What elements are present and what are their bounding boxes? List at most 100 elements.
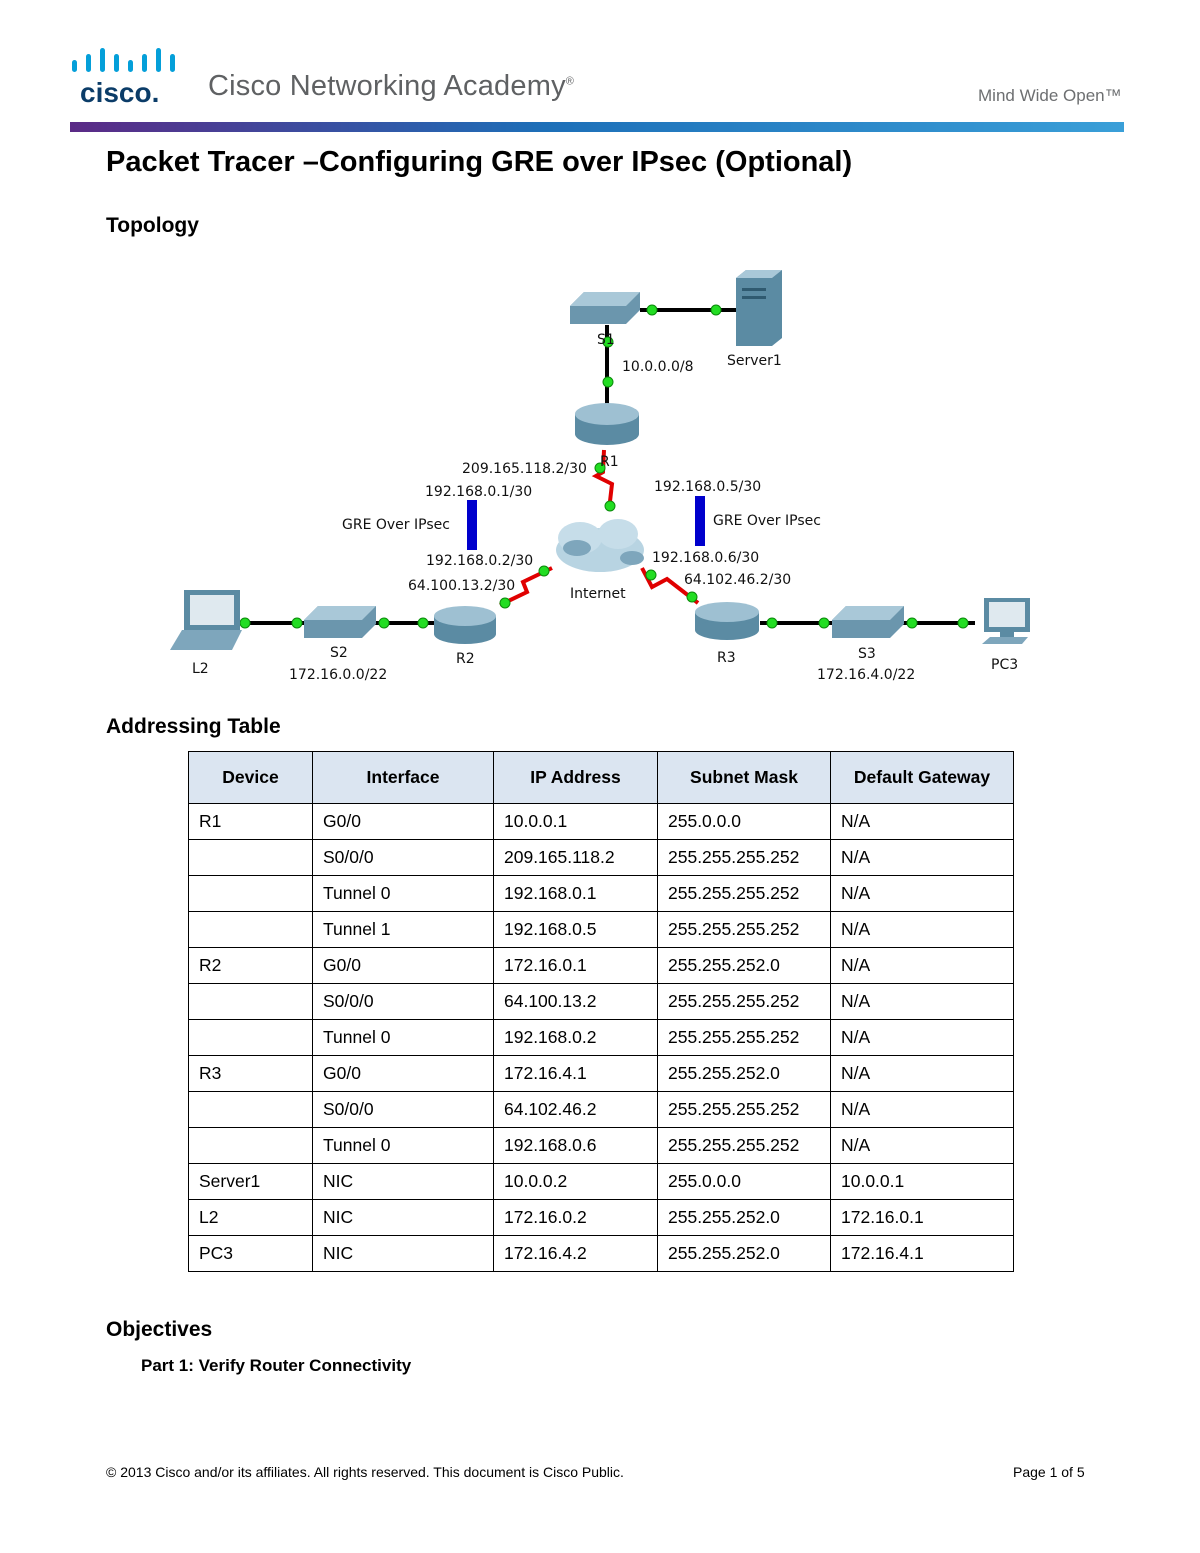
table-cell: 255.255.255.252 (657, 983, 831, 1020)
table-cell: 192.168.0.6 (493, 1127, 658, 1164)
label-server1: Server1 (727, 353, 782, 369)
table-cell: 255.255.252.0 (657, 1055, 831, 1092)
gre-tunnel-left-marker (467, 500, 477, 550)
table-cell: N/A (830, 1019, 1014, 1056)
label-s1: S1 (597, 332, 615, 348)
table-cell: S0/0/0 (312, 1091, 494, 1128)
table-cell: 172.16.4.1 (493, 1055, 658, 1092)
brand-name: Cisco Networking Academy® (208, 70, 575, 102)
label-s2-network: 172.16.0.0/22 (289, 667, 387, 683)
table-cell: 255.255.255.252 (657, 1127, 831, 1164)
table-cell: NIC (312, 1199, 494, 1236)
table-cell: 255.255.255.252 (657, 1091, 831, 1128)
addressing-table-heading: Addressing Table (106, 715, 281, 738)
column-header: IP Address (493, 751, 658, 804)
label-r1-tunnel1: 192.168.0.5/30 (654, 479, 761, 495)
router-r3-icon (695, 602, 759, 640)
switch-s2-icon (304, 606, 376, 638)
footer-copyright: © 2013 Cisco and/or its affiliates. All … (106, 1464, 624, 1480)
table-cell: Tunnel 1 (312, 911, 494, 948)
table-cell: 64.102.46.2 (493, 1091, 658, 1128)
table-cell: N/A (830, 839, 1014, 876)
table-header-row: Device Interface IP Address Subnet Mask … (188, 751, 1014, 804)
table-cell: 172.16.4.2 (493, 1235, 658, 1272)
topology-diagram: S1 10.0.0.0/8 Server1 R1 209.165.118.2/3… (150, 260, 1050, 705)
table-cell (188, 1127, 313, 1164)
label-gre-left: GRE Over IPsec (342, 517, 450, 533)
column-header: Device (188, 751, 313, 804)
label-r2-serial: 64.100.13.2/30 (408, 578, 515, 594)
table-cell: G0/0 (312, 947, 494, 984)
table-cell: G0/0 (312, 803, 494, 840)
cisco-logo: cisco. (70, 42, 190, 111)
table-cell: N/A (830, 983, 1014, 1020)
column-header: Default Gateway (830, 751, 1014, 804)
column-header: Interface (312, 751, 494, 804)
header-gradient-bar (70, 122, 1124, 132)
label-r3-tunnel0: 192.168.0.6/30 (652, 550, 759, 566)
label-r3: R3 (717, 650, 736, 666)
table-cell: R1 (188, 803, 313, 840)
table-cell: Tunnel 0 (312, 1019, 494, 1056)
internet-cloud-icon (556, 519, 644, 572)
table-cell: 10.0.0.2 (493, 1163, 658, 1200)
table-cell: G0/0 (312, 1055, 494, 1092)
table-cell: N/A (830, 1055, 1014, 1092)
objectives-heading: Objectives (106, 1318, 213, 1341)
table-cell (188, 1091, 313, 1128)
router-r2-icon (434, 606, 496, 644)
table-cell: 172.16.0.2 (493, 1199, 658, 1236)
table-cell (188, 911, 313, 948)
table-cell: Tunnel 0 (312, 1127, 494, 1164)
table-cell: N/A (830, 875, 1014, 912)
table-cell: L2 (188, 1199, 313, 1236)
table-cell: R2 (188, 947, 313, 984)
table-cell: 10.0.0.1 (830, 1163, 1014, 1200)
label-s1-network: 10.0.0.0/8 (622, 359, 694, 375)
label-r3-serial: 64.102.46.2/30 (684, 572, 791, 588)
label-r1-tunnel0: 192.168.0.1/30 (425, 484, 532, 500)
topology-heading: Topology (106, 214, 199, 237)
switch-s1-icon (570, 292, 640, 324)
table-cell: 255.0.0.0 (657, 803, 831, 840)
server-icon (736, 270, 782, 346)
table-cell: N/A (830, 1091, 1014, 1128)
table-cell: S0/0/0 (312, 983, 494, 1020)
table-cell: NIC (312, 1163, 494, 1200)
link-status-dots (239, 304, 969, 629)
table-cell (188, 875, 313, 912)
label-gre-right: GRE Over IPsec (713, 513, 821, 529)
table-cell: 255.255.255.252 (657, 839, 831, 876)
table-cell: 255.255.252.0 (657, 947, 831, 984)
label-s3: S3 (858, 646, 876, 662)
label-r2: R2 (456, 651, 475, 667)
table-cell: N/A (830, 911, 1014, 948)
logo-wordmark: cisco. (80, 77, 159, 106)
table-cell: NIC (312, 1235, 494, 1272)
gre-tunnel-right-marker (695, 496, 705, 546)
laptop-icon (170, 590, 242, 650)
label-s3-network: 172.16.4.0/22 (817, 667, 915, 683)
pc-icon (982, 598, 1030, 644)
label-r1-serial: 209.165.118.2/30 (462, 461, 587, 477)
table-cell: 255.255.255.252 (657, 911, 831, 948)
tagline: Mind Wide Open™ (978, 86, 1122, 105)
table-cell: Tunnel 0 (312, 875, 494, 912)
table-cell: 209.165.118.2 (493, 839, 658, 876)
router-r1-icon (575, 403, 639, 445)
objective-part-1: Part 1: Verify Router Connectivity (141, 1356, 412, 1375)
label-l2: L2 (192, 661, 209, 677)
table-cell (188, 839, 313, 876)
table-cell: 255.255.252.0 (657, 1199, 831, 1236)
